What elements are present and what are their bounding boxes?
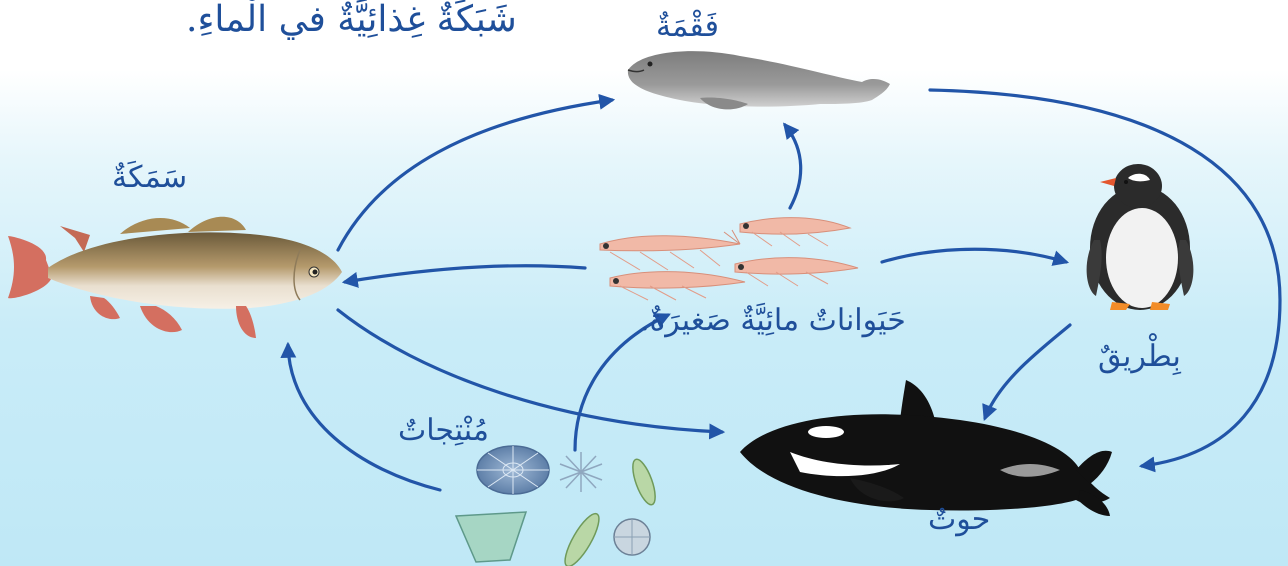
krill-label: حَيَواناتٌ مائِيَّةٌ صَغيرَةٌ.	[640, 306, 906, 336]
arrow-krill-to-penguin	[882, 249, 1066, 262]
fish-illustration	[8, 217, 342, 338]
seal-illustration	[628, 51, 890, 109]
whale-illustration	[740, 380, 1112, 516]
arrow-fish-to-seal	[338, 100, 612, 250]
penguin-label: بِطْريقٌ	[1098, 342, 1181, 372]
krill-illustration	[600, 218, 858, 300]
fish-label: سَمَكَةٌ	[112, 163, 187, 193]
whale-label: حوتٌ	[928, 505, 990, 535]
producers-illustration	[456, 446, 660, 566]
arrow-penguin-to-whale	[985, 325, 1070, 418]
arrow-krill-to-seal	[785, 125, 801, 208]
producers-label: مُنْتِجاتٌ	[398, 416, 489, 446]
penguin-illustration	[1087, 164, 1194, 310]
diagram-title: شَبَكَةٌ غِذائِيَّةٌ في الْماءِ.	[186, 2, 517, 38]
arrow-krill-to-fish	[345, 266, 585, 282]
seal-label: فَقْمَةٌ	[656, 12, 719, 42]
